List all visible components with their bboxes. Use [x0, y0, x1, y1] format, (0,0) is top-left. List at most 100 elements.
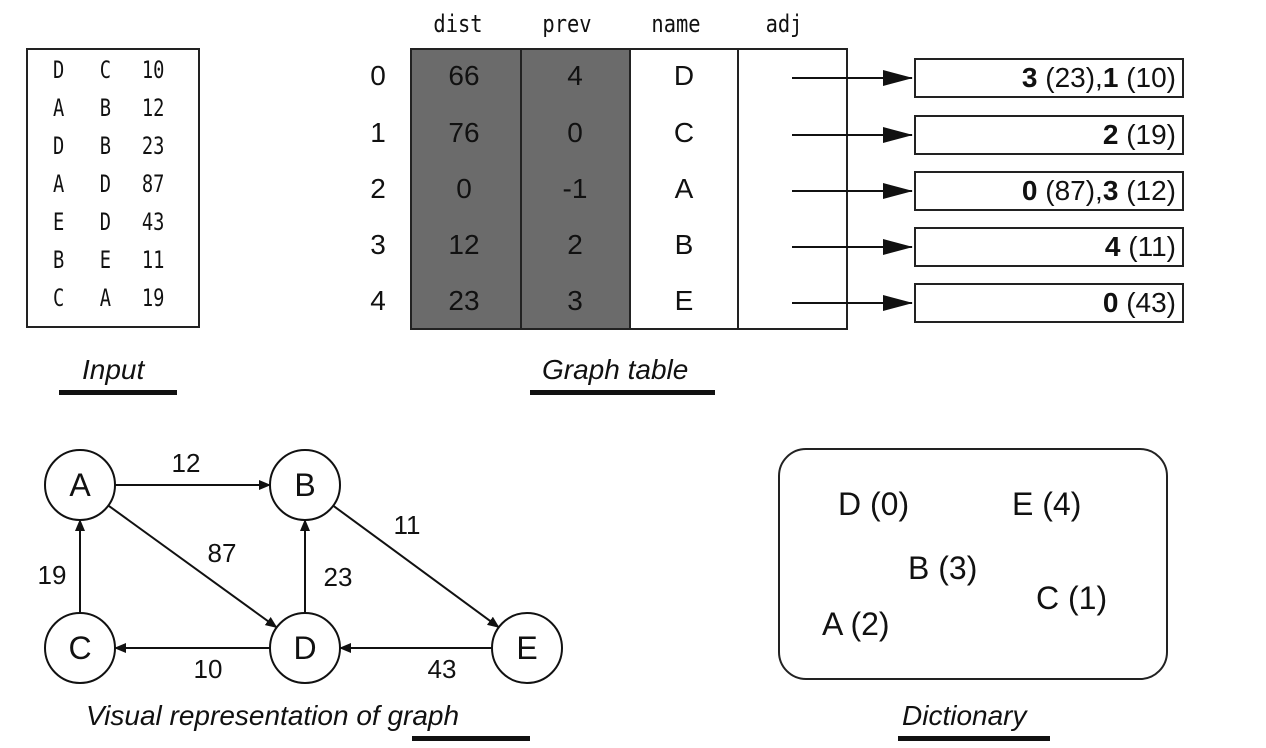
graph-node-label: C	[68, 630, 91, 666]
input-row: A B 12	[28, 94, 164, 132]
dictionary-caption: Dictionary	[902, 700, 1027, 731]
input-from: B	[52, 246, 65, 274]
input-row: D B 23	[28, 132, 164, 170]
dictionary-entry: D (0)	[838, 486, 910, 522]
adjacency-node: 0	[1102, 287, 1119, 318]
graph-node-a	[44, 449, 116, 521]
graph-node-b	[269, 449, 341, 521]
dictionary-entry: B (3)	[908, 550, 978, 586]
graph-table-caption: Graph table	[542, 354, 689, 385]
input-to: B	[99, 94, 112, 122]
row-index: 3	[370, 229, 386, 260]
input-from: D	[52, 56, 65, 84]
header-prev: prev	[542, 10, 592, 38]
name-cell: B	[674, 229, 694, 260]
adjacency-node: 2	[1102, 119, 1119, 150]
edge-weight-label: 12	[172, 448, 201, 478]
edge-weight-label: 10	[194, 654, 223, 684]
adjacency-weight: (12)	[1118, 175, 1176, 206]
input-to: D	[99, 208, 112, 236]
graph-node-label: D	[293, 630, 316, 666]
input-weight: 11	[141, 246, 165, 274]
input-weight: 10	[141, 56, 165, 84]
input-caption-underline	[59, 390, 177, 395]
input-to: A	[99, 284, 112, 312]
dictionary-box: D (0) E (4) B (3) C (1) A (2)	[778, 448, 1168, 680]
input-row: B E 11	[28, 246, 164, 284]
adjacency-weight: (23),	[1037, 62, 1103, 93]
input-from: A	[52, 94, 65, 122]
adjacency-weight: (43)	[1118, 287, 1176, 318]
graph-table	[410, 48, 848, 330]
dist-cell: 12	[448, 229, 480, 260]
input-weight: 87	[141, 170, 165, 198]
adjacency-list-box: 0 (87),3 (12)	[914, 171, 1184, 211]
input-from: E	[52, 208, 65, 236]
graph-edge-a-d	[107, 504, 278, 629]
row-index: 0	[370, 60, 386, 91]
input-from: D	[52, 132, 65, 160]
input-to: D	[99, 170, 112, 198]
graph-caption-underline	[412, 736, 530, 741]
adjacency-weight: (19)	[1118, 119, 1176, 150]
input-to: B	[99, 132, 112, 160]
input-row: A D 87	[28, 170, 164, 208]
dist-cell: 0	[456, 173, 472, 204]
graph-node-e	[491, 612, 563, 684]
input-to: E	[99, 246, 112, 274]
header-dist: dist	[433, 10, 483, 38]
header-name: name	[651, 10, 701, 38]
name-column	[631, 50, 739, 328]
adjacency-list-box: 4 (11)	[914, 227, 1184, 267]
name-cell: E	[674, 285, 694, 316]
graph-node-label: A	[69, 467, 91, 503]
adjacency-weight: (87),	[1037, 175, 1103, 206]
dictionary-entry: C (1)	[1036, 580, 1108, 616]
input-from: A	[52, 170, 65, 198]
name-cell: D	[673, 60, 695, 91]
dictionary-caption-underline	[898, 736, 1050, 741]
edge-weight-label: 11	[394, 510, 421, 540]
adjacency-arrows	[792, 70, 913, 311]
graph-node-label: B	[294, 467, 315, 503]
edge-weight-label: 43	[428, 654, 457, 684]
adjacency-list-box: 2 (19)	[914, 115, 1184, 155]
adjacency-node: 1	[1102, 62, 1119, 93]
prev-cell: 2	[567, 229, 583, 260]
edge-weight-label: 23	[324, 562, 353, 592]
graph-node-c	[44, 612, 116, 684]
name-cell: A	[674, 173, 694, 204]
row-index: 2	[370, 173, 386, 204]
graph-node-d	[269, 612, 341, 684]
input-weight: 23	[141, 132, 165, 160]
dist-cell: 66	[448, 60, 480, 91]
adjacency-node: 3	[1021, 62, 1038, 93]
dictionary-entry: A (2)	[822, 606, 890, 642]
prev-cell: 3	[567, 285, 583, 316]
graph-table-caption-underline	[530, 390, 715, 395]
row-index: 1	[370, 117, 386, 148]
adjacency-node: 0	[1021, 175, 1038, 206]
input-weight: 19	[141, 284, 165, 312]
adjacency-weight: (11)	[1120, 231, 1176, 262]
input-weight: 12	[141, 94, 165, 122]
graph-edge-b-e	[332, 504, 500, 629]
header-adj: adj	[765, 10, 803, 38]
input-caption: Input	[82, 354, 145, 385]
prev-cell: 4	[567, 60, 583, 91]
prev-cell: 0	[567, 117, 583, 148]
dictionary-entry: E (4)	[1012, 486, 1082, 522]
dist-column	[412, 50, 522, 328]
prev-column	[522, 50, 631, 328]
prev-cell: -1	[562, 173, 588, 204]
adjacency-list-box: 3 (23),1 (10)	[914, 58, 1184, 98]
dist-cell: 23	[448, 285, 480, 316]
edge-weight-label: 87	[208, 538, 237, 568]
adjacency-node: 3	[1102, 175, 1119, 206]
